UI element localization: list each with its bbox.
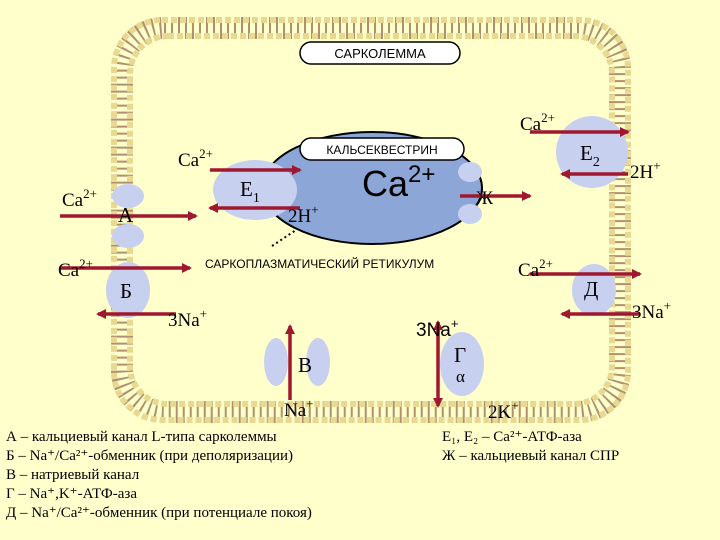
sarcolemma-label: САРКОЛЕММА	[334, 46, 426, 61]
na3-left-label: 3Na+	[168, 306, 207, 331]
legend-item-g: Г – Na⁺,K⁺-АТФ-аза	[6, 486, 138, 502]
h2-right-label: 2H+	[630, 158, 661, 183]
d-exchanger	[572, 264, 616, 316]
g-pump	[440, 332, 484, 396]
a-channel-bottom	[112, 224, 144, 248]
g-label: Г	[454, 343, 466, 367]
v-channel-right	[306, 338, 330, 386]
calsequestrin-label: КАЛЬСЕКВЕСТРИН	[326, 143, 437, 157]
sarcolemma-membrane	[111, 17, 631, 423]
v-label: В	[298, 353, 312, 377]
arrows	[60, 127, 642, 408]
alpha-label: α	[456, 367, 465, 386]
sr-label: САРКОПЛАЗМАТИЧЕСКИЙ РЕТИКУЛУМ	[205, 256, 434, 271]
a-channel-top	[112, 184, 144, 208]
zh-channel-top	[458, 162, 482, 182]
a-label: А	[118, 203, 134, 227]
legend-item-d: Д – Na⁺/Ca²⁺-обменник (при потенциале по…	[6, 505, 312, 521]
legend-item-a: А – кальциевый канал L-типа сарколеммы	[6, 429, 277, 445]
b-exchanger	[106, 262, 150, 318]
calsequestrin-box: КАЛЬСЕКВЕСТРИН	[299, 137, 465, 161]
na3-g-label: 3Na+	[416, 316, 458, 341]
zh-channel-bottom	[458, 204, 482, 224]
e2-pump	[556, 116, 628, 188]
ca-right-d-label: Ca2+	[518, 256, 553, 281]
k2-label: 2K+	[488, 398, 519, 423]
sr-pointer-line	[271, 229, 297, 247]
zh-label: Ж	[476, 188, 494, 209]
e2-label: E2	[580, 141, 600, 170]
sr-calcium-label: Ca2+	[362, 161, 435, 204]
legend-item-b: Б – Na⁺/Ca²⁺-обменник (при деполяризации…	[6, 448, 294, 464]
v-channel-left	[264, 338, 288, 386]
labels: Ca2+ E2 2H+ Ca2+ E1 2H+ Ca2+ А Ж Ca2+ Б …	[58, 110, 671, 423]
sarcolemma-label-box: САРКОЛЕММА	[299, 41, 461, 65]
legend-item-e: E₁, E₂ – Ca²⁺-АТФ-аза	[442, 429, 582, 445]
proteins	[106, 116, 628, 396]
legend-item-v: В – натриевый канал	[6, 467, 140, 483]
e1-pump	[213, 160, 297, 220]
h2-center-label: 2H+	[288, 202, 319, 227]
na3-right-label: 3Na+	[632, 298, 671, 323]
b-label: Б	[120, 279, 132, 303]
e1-label: E1	[240, 177, 260, 206]
legend-left: А – кальциевый канал L-типа сарколеммы Б…	[6, 428, 312, 523]
ca-left-a-label: Ca2+	[62, 186, 97, 211]
legend-item-zh: Ж – кальциевый канал СПР	[442, 448, 620, 464]
na-v-label: Na+	[284, 396, 314, 421]
legend-right: E₁, E₂ – Ca²⁺-АТФ-аза Ж – кальциевый кан…	[442, 428, 619, 466]
ca-sr-left-label: Ca2+	[178, 146, 213, 171]
ca-left-b-label: Ca2+	[58, 256, 93, 281]
ca-top-right-label: Ca2+	[520, 110, 555, 135]
d-label: Д	[584, 277, 598, 301]
